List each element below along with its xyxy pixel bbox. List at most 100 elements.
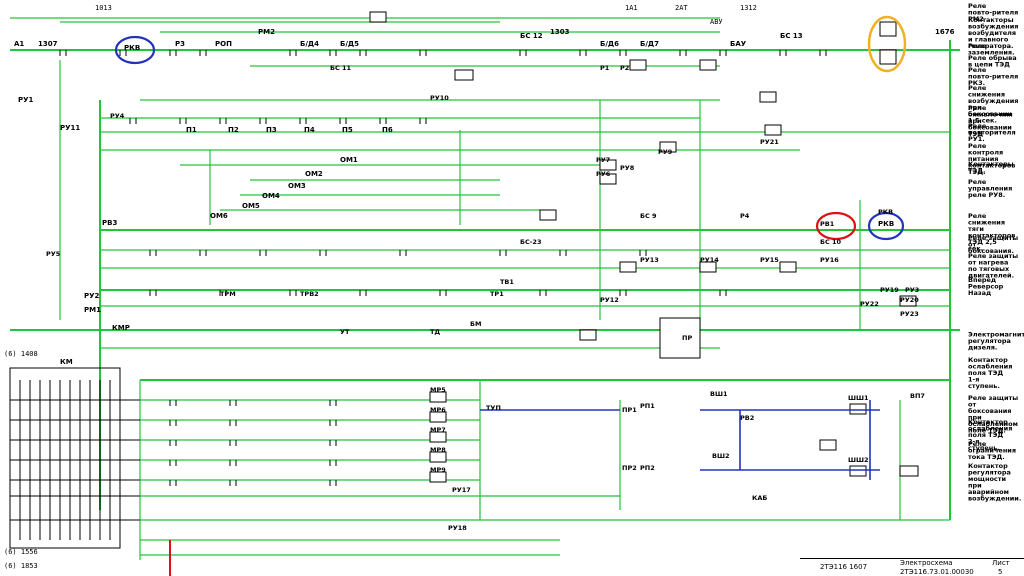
- busbars: [10, 40, 960, 520]
- main-row-label-14: РКВ: [878, 220, 894, 228]
- bottom-label-2: МР7: [430, 426, 446, 434]
- description-15: Электромагнитырегуляторадизеля.: [968, 331, 1024, 352]
- pn-label-1: П2: [228, 126, 239, 134]
- om-label-5: ОМ6: [210, 212, 228, 220]
- main-row-label-7: Б/Д5: [340, 40, 359, 48]
- bottom-label-11: КАБ: [752, 494, 767, 502]
- bottom-label-9: ШШ1: [848, 394, 869, 402]
- title-name: Электросхема: [900, 559, 953, 567]
- bottom-label-14: ПР2: [622, 464, 637, 472]
- mid-label-8: ПР: [682, 334, 692, 342]
- relay-label-7: РУ8: [620, 164, 635, 172]
- top-label-1: 1312: [740, 4, 757, 12]
- main-row-label-0: А1: [14, 40, 24, 48]
- relay-label-20: РУ22: [860, 300, 879, 308]
- contacts: [59, 50, 827, 486]
- relay-label-11: РУ13: [640, 256, 659, 264]
- blue-wiring: [480, 400, 880, 480]
- bottom-label-12: ВП7: [910, 392, 925, 400]
- relay-label-6: РУ7: [596, 156, 610, 164]
- main-row-label-15: 1676: [935, 28, 955, 36]
- relay-label-5: РУ6: [596, 170, 611, 178]
- mid-label-9: УТ: [340, 328, 350, 336]
- relay-label-9: РУ10: [430, 94, 449, 102]
- mid-label-6: ТРМ: [220, 290, 236, 298]
- left-block-label-2: РВ3: [102, 219, 117, 227]
- mid-label-10: ТД: [430, 328, 440, 336]
- mid-label-7: ТРВ2: [300, 290, 319, 298]
- mid-label-14: Р4: [740, 212, 750, 220]
- top-label-3: 2AT: [675, 4, 688, 12]
- left-block-label-3: РУ2: [84, 292, 100, 300]
- relay-label-19: РУ21: [760, 138, 779, 146]
- main-row-label-12: БАУ: [730, 40, 747, 48]
- relay-label-10: РУ12: [600, 296, 619, 304]
- main-row-label-10: Б/Д6: [600, 40, 619, 48]
- bottom-label-13: ПР1: [622, 406, 637, 414]
- main-row-label-4: РОП: [215, 40, 232, 48]
- bottom-label-15: РП1: [640, 402, 655, 410]
- main-row-label-8: БС 12: [520, 32, 543, 40]
- title-sheet-label: Лист: [992, 559, 1010, 567]
- title-sheet-num: 5: [998, 568, 1003, 576]
- relay-label-14: РУ16: [820, 256, 839, 264]
- bottom-label-4: МР9: [430, 466, 446, 474]
- relay-label-3: РУ4: [110, 112, 125, 120]
- mid-label-4: ТВ1: [500, 278, 514, 286]
- top-label-2: 1A1: [625, 4, 638, 12]
- mid-label-1: БС 10: [820, 238, 842, 246]
- pn-label-3: П4: [304, 126, 315, 134]
- left-block-label-1: РУ11: [60, 124, 80, 132]
- mid-label-11: БМ: [470, 320, 481, 328]
- main-row-label-13: БС 13: [780, 32, 803, 40]
- bottom-label-5: ТУП: [486, 404, 501, 412]
- left-block-label-5: КМР: [112, 324, 130, 332]
- mid-label-13: Р2: [620, 64, 629, 72]
- main-row-label-3: Р3: [175, 40, 185, 48]
- bottom-label-16: РП2: [640, 464, 655, 472]
- title-code: 2ТЭ116 1607: [820, 563, 868, 571]
- relay-label-18: РУ20: [900, 296, 919, 304]
- main-row-label-11: Б/Д7: [640, 40, 659, 48]
- km-bottom-label-1: (6) 1556: [4, 548, 38, 556]
- km-bottom-label-2: (6) 1853: [4, 562, 38, 570]
- mid-label-3: БС-23: [520, 238, 541, 246]
- bottom-label-1: МР6: [430, 406, 446, 414]
- km-title: КМ: [60, 358, 73, 366]
- pn-label-4: П5: [342, 126, 353, 134]
- relay-label-21: РУ23: [900, 310, 919, 318]
- relay-label-1: РКВ: [878, 208, 893, 216]
- relay-label-12: РУ14: [700, 256, 719, 264]
- km-left-label: (6) 1408: [4, 350, 38, 358]
- title-block: 2ТЭ116 1607 Электросхема 2ТЭ116.73.01.00…: [800, 558, 1024, 576]
- mid-label-12: Р1: [600, 64, 610, 72]
- pn-label-2: П3: [266, 126, 277, 134]
- pn-label-0: П1: [186, 126, 197, 134]
- relay-label-16: РУ18: [448, 524, 467, 532]
- main-row-label-9: 1303: [550, 28, 570, 36]
